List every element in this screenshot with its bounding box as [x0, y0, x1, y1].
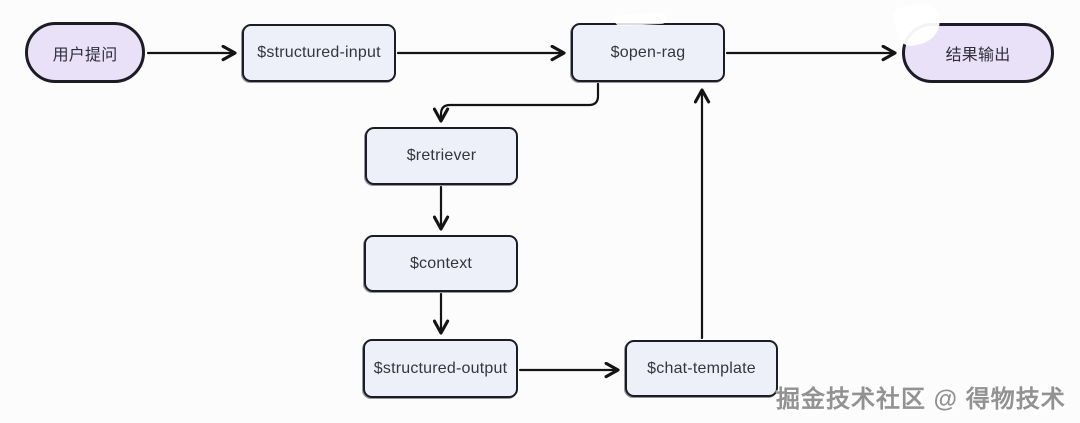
- node-structured-output: $structured-output: [363, 339, 518, 398]
- edge-open-rag-to-retriever: [432, 82, 600, 123]
- watermark-text: 掘金技术社区 @ 得物技术: [776, 386, 1066, 413]
- node-result-output: 结果输出: [902, 23, 1054, 83]
- node-user-question: 用户提问: [25, 22, 145, 83]
- node-retriever: $retriever: [365, 127, 518, 185]
- node-context: $context: [364, 235, 518, 292]
- node-chat-template: $chat-template: [625, 340, 778, 397]
- node-structured-input: $structured-input: [242, 24, 396, 82]
- node-open-rag: $open-rag: [571, 23, 725, 82]
